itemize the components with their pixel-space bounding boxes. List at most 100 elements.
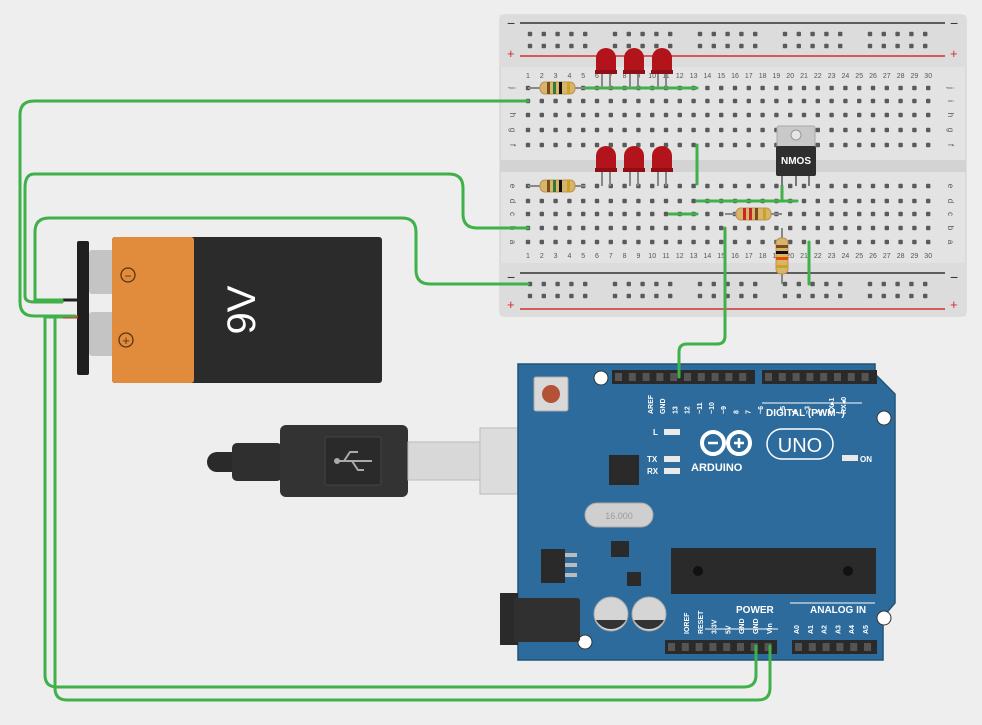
breadboard-hole[interactable] [912,211,917,217]
breadboard-hole[interactable] [691,98,696,104]
breadboard-hole[interactable] [719,225,724,231]
breadboard-hole[interactable] [719,239,724,245]
rail-hole[interactable] [654,281,659,287]
breadboard-hole[interactable] [760,225,765,231]
breadboard-hole[interactable] [553,127,558,133]
breadboard-hole[interactable] [732,112,738,118]
breadboard-hole[interactable] [608,211,613,217]
header-pin[interactable] [792,373,800,381]
breadboard-hole[interactable] [857,211,862,217]
rail-hole[interactable] [739,31,744,37]
header-pin[interactable] [615,373,622,381]
rail-hole[interactable] [626,281,631,287]
header-pin[interactable] [750,643,758,651]
rail-hole[interactable] [867,293,873,299]
breadboard-hole[interactable] [829,112,834,118]
breadboard-hole[interactable] [650,198,655,204]
breadboard-hole[interactable] [663,225,669,231]
breadboard-hole[interactable] [636,225,641,231]
rail-hole[interactable] [909,281,914,287]
breadboard-hole[interactable] [801,112,807,118]
breadboard-hole[interactable] [691,142,696,148]
rail-hole[interactable] [824,293,829,299]
breadboard-hole[interactable] [829,198,834,204]
rail-hole[interactable] [753,31,758,37]
rail-hole[interactable] [923,43,928,49]
breadboard-hole[interactable] [857,239,862,245]
breadboard-hole[interactable] [719,98,724,104]
breadboard-hole[interactable] [636,127,641,133]
breadboard-hole[interactable] [705,98,710,104]
breadboard-hole[interactable] [829,211,834,217]
breadboard-hole[interactable] [636,211,641,217]
breadboard-hole[interactable] [857,183,862,189]
breadboard-hole[interactable] [539,198,544,204]
breadboard-hole[interactable] [608,127,613,133]
rail-hole[interactable] [895,293,900,299]
breadboard-hole[interactable] [843,198,848,204]
rail-hole[interactable] [583,43,588,49]
header-pin[interactable] [864,643,871,651]
breadboard-hole[interactable] [801,198,807,204]
breadboard-hole[interactable] [677,98,682,104]
rail-hole[interactable] [753,281,758,287]
breadboard-hole[interactable] [788,211,793,217]
breadboard-hole[interactable] [525,239,531,245]
breadboard-hole[interactable] [525,112,531,118]
breadboard-hole[interactable] [581,198,586,204]
breadboard-hole[interactable] [870,211,876,217]
breadboard-hole[interactable] [788,85,793,91]
breadboard-hole[interactable] [650,239,655,245]
reset-button-cap[interactable] [542,385,560,403]
breadboard-hole[interactable] [898,127,903,133]
header-pin[interactable] [850,643,858,651]
breadboard-hole[interactable] [884,142,889,148]
breadboard-hole[interactable] [705,239,710,245]
breadboard-hole[interactable] [705,112,710,118]
breadboard-hole[interactable] [815,239,820,245]
breadboard-hole[interactable] [677,198,682,204]
breadboard-hole[interactable] [732,183,738,189]
header-pin[interactable] [861,373,869,381]
breadboard-hole[interactable] [525,127,531,133]
rail-hole[interactable] [555,293,560,299]
rail-hole[interactable] [626,293,631,299]
breadboard-hole[interactable] [815,127,820,133]
breadboard-hole[interactable] [719,142,724,148]
breadboard-hole[interactable] [539,127,544,133]
breadboard-hole[interactable] [539,225,544,231]
header-pin[interactable] [808,643,816,651]
header-pin[interactable] [668,643,675,651]
breadboard-hole[interactable] [898,239,903,245]
breadboard-hole[interactable] [870,98,876,104]
rail-hole[interactable] [909,43,914,49]
breadboard-hole[interactable] [650,98,655,104]
breadboard-hole[interactable] [760,127,765,133]
breadboard-hole[interactable] [594,239,600,245]
header-pin[interactable] [847,373,855,381]
rail-hole[interactable] [824,43,829,49]
breadboard-hole[interactable] [774,225,779,231]
rail-hole[interactable] [867,43,873,49]
breadboard-hole[interactable] [705,127,710,133]
breadboard-hole[interactable] [539,112,544,118]
breadboard-hole[interactable] [567,225,572,231]
breadboard-hole[interactable] [912,183,917,189]
rail-hole[interactable] [527,293,533,299]
rail-hole[interactable] [796,43,801,49]
breadboard-hole[interactable] [898,112,903,118]
breadboard-hole[interactable] [912,142,917,148]
rail-hole[interactable] [810,43,815,49]
rail-hole[interactable] [555,43,560,49]
rail-hole[interactable] [668,293,673,299]
breadboard-hole[interactable] [553,239,558,245]
breadboard-hole[interactable] [884,211,889,217]
rail-hole[interactable] [909,293,914,299]
header-pin[interactable] [695,643,703,651]
rail-hole[interactable] [782,43,788,49]
header-pin[interactable] [806,373,814,381]
rail-hole[interactable] [612,43,618,49]
breadboard-hole[interactable] [760,183,765,189]
breadboard-hole[interactable] [870,225,876,231]
header-pin[interactable] [723,643,731,651]
